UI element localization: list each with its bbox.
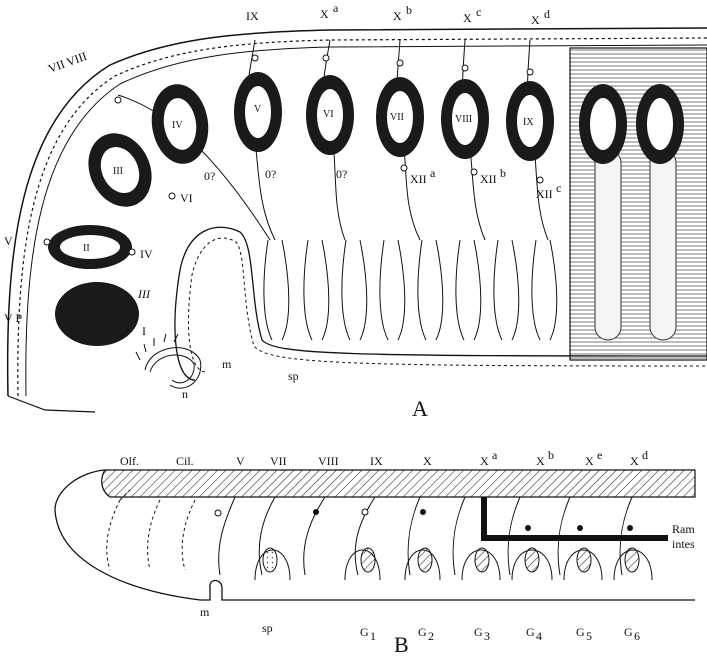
label-XIIc: XII xyxy=(536,187,553,201)
ring-label-V: V xyxy=(254,104,262,115)
root-nodes-b xyxy=(215,509,633,531)
label-Xe-b-sup: e xyxy=(597,448,602,462)
label-0q-3: 0? xyxy=(336,167,347,181)
label-m-a: m xyxy=(222,357,232,371)
label-Xa: X xyxy=(320,7,329,21)
ganglion-G6 xyxy=(625,548,639,572)
myotome-1 xyxy=(595,150,621,340)
label-Xd-sup: d xyxy=(544,7,550,21)
label-IX: IX xyxy=(246,9,259,23)
label-olf: Olf. xyxy=(120,454,139,468)
ring-I-solid xyxy=(55,282,139,346)
label-G5: G xyxy=(576,625,585,639)
label-I: I xyxy=(142,324,146,338)
label-VP: V P xyxy=(4,311,22,325)
ganglion-G3 xyxy=(475,548,489,572)
label-XIIb: XII xyxy=(480,172,497,186)
label-XIIa: XII xyxy=(410,172,427,186)
label-VI: VI xyxy=(180,191,193,205)
ganglion-G5 xyxy=(577,548,591,572)
mouth-coil xyxy=(136,334,201,388)
panel-letter-a: A xyxy=(412,396,428,421)
label-intes: intes xyxy=(672,537,695,551)
ring-label-VIII: VIII xyxy=(455,114,472,125)
label-G4-sub: 4 xyxy=(536,629,542,643)
label-G1-sub: 1 xyxy=(370,629,376,643)
dashed-nerves xyxy=(107,490,195,570)
ganglion-G2 xyxy=(418,548,432,572)
label-G1: G xyxy=(360,625,369,639)
ganglion-G1 xyxy=(263,548,277,572)
ventral-ectoderm xyxy=(8,396,95,412)
ring-label-IV: IV xyxy=(172,120,183,131)
label-G2: G xyxy=(418,625,427,639)
label-V-left: V xyxy=(4,234,13,248)
label-Xd-b-sup: d xyxy=(642,448,648,462)
label-VII-b: VII xyxy=(270,454,287,468)
ring-label-VI: VI xyxy=(323,109,334,120)
ramus-intestinalis xyxy=(484,497,668,538)
label-Xe-b: X xyxy=(585,454,594,468)
label-IV-right: IV xyxy=(140,247,153,261)
label-Xb: X xyxy=(393,9,402,23)
label-G3-sub: 3 xyxy=(484,629,490,643)
label-Xb-b: X xyxy=(536,454,545,468)
label-Xd: X xyxy=(531,13,540,27)
label-XIIb-sup: b xyxy=(500,166,506,180)
label-Xc: X xyxy=(463,11,472,25)
label-Xa-sup: a xyxy=(333,1,339,15)
label-IX-b: IX xyxy=(370,454,383,468)
label-G3: G xyxy=(474,625,483,639)
label-G6: G xyxy=(624,625,633,639)
label-Xd-b: X xyxy=(630,454,639,468)
ring-label-II: II xyxy=(83,243,90,254)
label-ram: Ram xyxy=(672,522,695,536)
ring-II xyxy=(48,225,132,269)
panel-a: IX X a X b X c X d VII VIII V V P VI IV … xyxy=(4,1,707,421)
label-XIIa-sup: a xyxy=(430,166,436,180)
label-III-small: III xyxy=(137,287,151,301)
label-cil: Cil. xyxy=(176,454,194,468)
label-Xb-sup: b xyxy=(406,3,412,17)
label-G2-sub: 2 xyxy=(428,629,434,643)
panel-letter-b: B xyxy=(394,632,409,657)
neural-tube xyxy=(102,470,695,497)
label-X-b: X xyxy=(423,454,432,468)
gill-slits xyxy=(264,240,557,340)
label-Xc-sup: c xyxy=(476,5,481,19)
pharynx-outline-b xyxy=(200,581,695,601)
ring-XI xyxy=(636,84,684,164)
ring-label-III: III xyxy=(113,166,123,177)
label-G6-sub: 6 xyxy=(634,629,640,643)
label-sp-a: sp xyxy=(288,369,299,383)
label-Xa-b-sup: a xyxy=(492,448,498,462)
label-vii-viii: VII VIII xyxy=(46,49,88,76)
label-n-a: n xyxy=(182,387,188,401)
ring-label-IX: IX xyxy=(523,117,534,128)
ring-X xyxy=(579,84,627,164)
label-V-b: V xyxy=(236,454,245,468)
ring-label-VII: VII xyxy=(390,112,404,123)
myotome-2 xyxy=(650,150,676,340)
label-VIII-b: VIII xyxy=(318,454,339,468)
label-m-b: m xyxy=(200,605,210,619)
label-0q-2: 0? xyxy=(265,167,276,181)
label-G5-sub: 5 xyxy=(586,629,592,643)
label-Xb-b-sup: b xyxy=(548,448,554,462)
label-XIIc-sup: c xyxy=(556,181,561,195)
ganglion-G1b xyxy=(361,548,375,572)
label-Xa-b: X xyxy=(480,454,489,468)
label-0q-1: 0? xyxy=(204,169,215,183)
label-G4: G xyxy=(526,625,535,639)
label-sp-b: sp xyxy=(262,621,273,635)
ganglion-G4 xyxy=(525,548,539,572)
panel-b: Olf. Cil. V VII VIII IX X X a X b X e X … xyxy=(55,448,695,657)
